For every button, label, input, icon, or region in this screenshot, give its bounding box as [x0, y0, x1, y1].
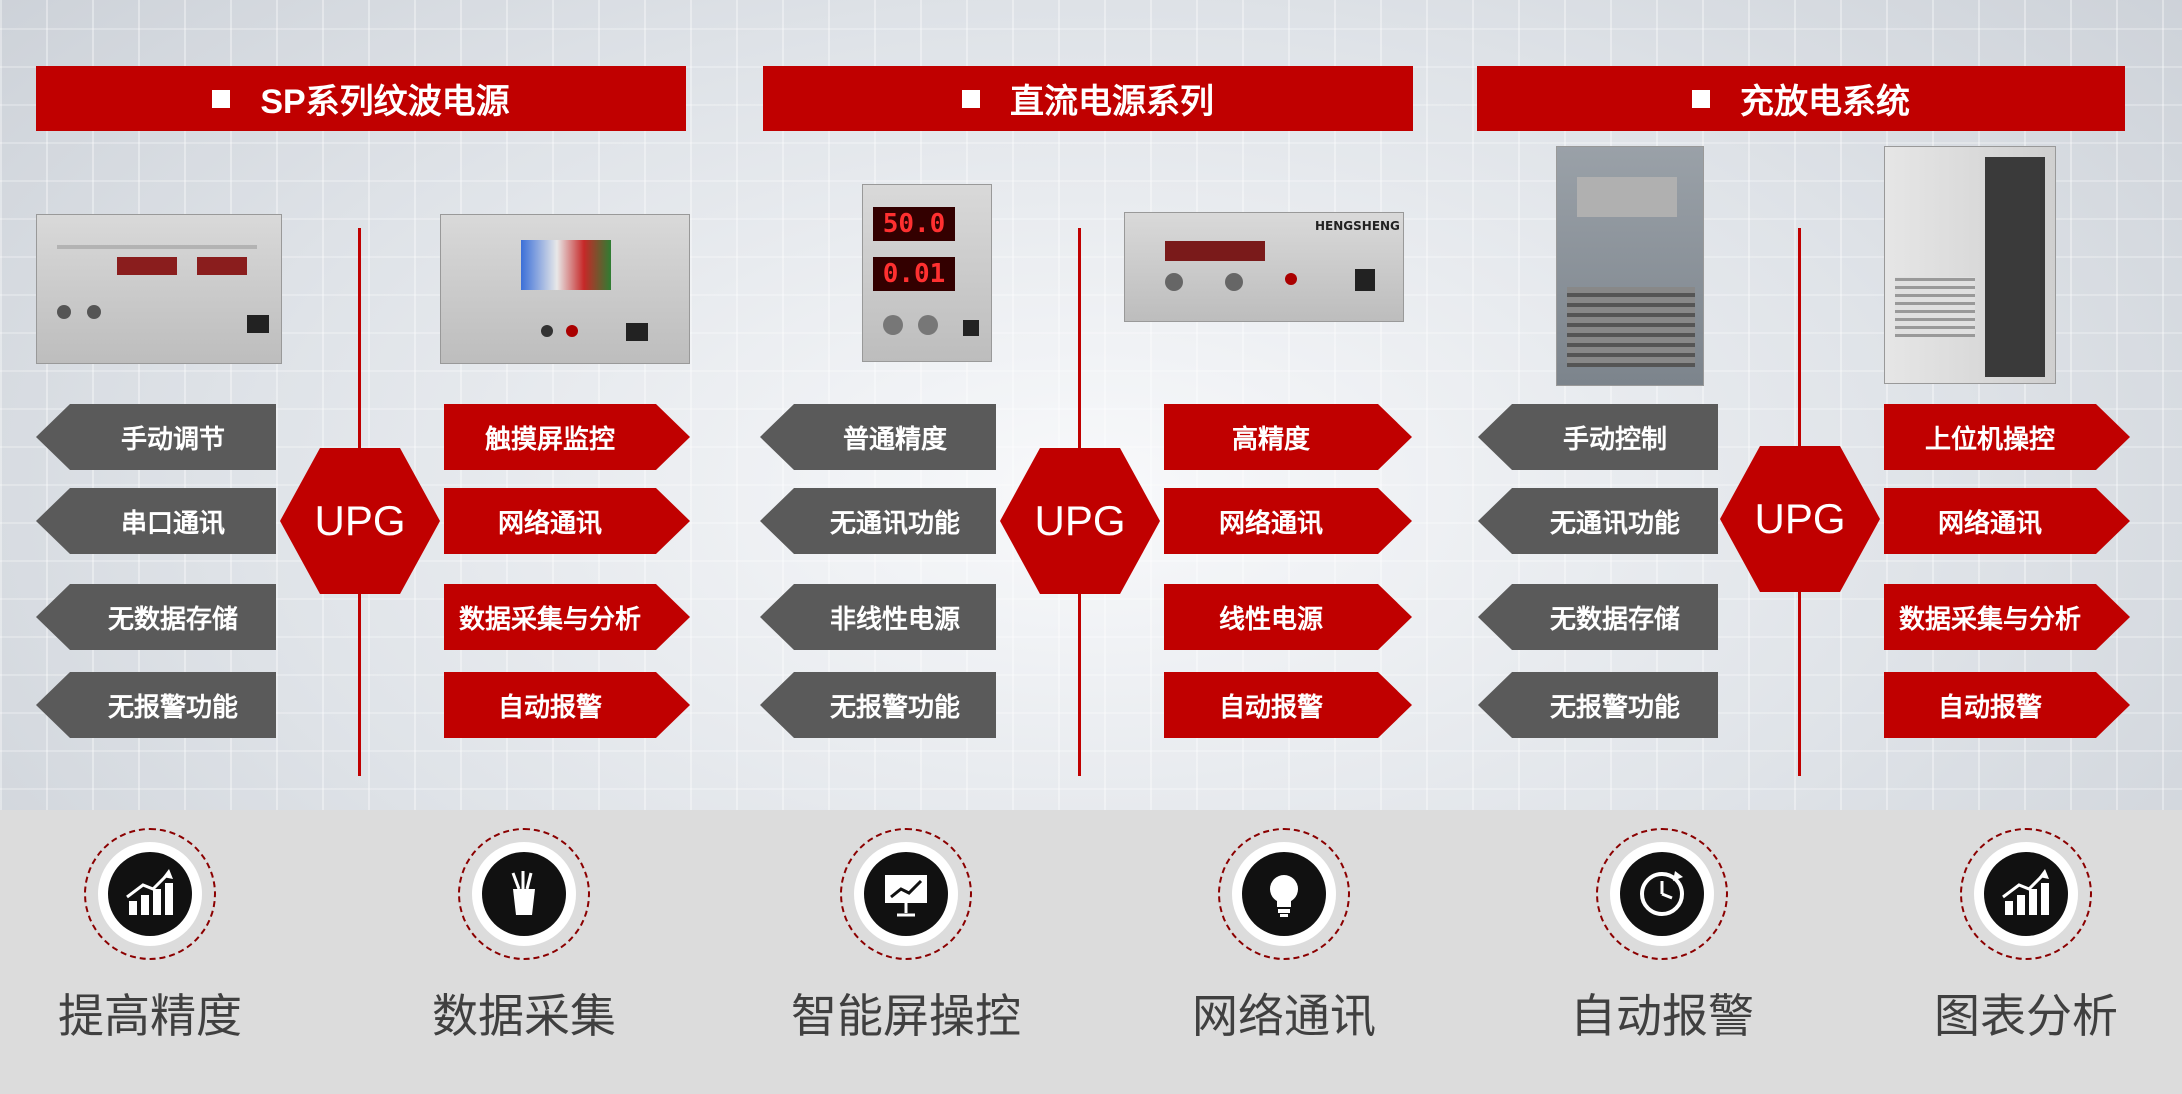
feature-chart-analysis: 图表分析 — [1876, 828, 2176, 1046]
feature-data-collection: 数据采集 — [374, 828, 674, 1046]
photo-sp-old-unit — [36, 214, 282, 364]
header-title: SP系列纹波电源 — [260, 83, 510, 121]
tag-new-feature: 触摸屏监控 — [444, 404, 690, 470]
tag-new-feature: 线性电源 — [1164, 584, 1412, 650]
photo-charge-new-cabinet — [1884, 146, 2056, 384]
feature-label: 图表分析 — [1934, 989, 2118, 1043]
tag-new-feature: 网络通讯 — [1164, 488, 1412, 554]
bar-chart-up-icon — [126, 869, 173, 915]
tag-new-feature: 网络通讯 — [444, 488, 690, 554]
tag-old-feature: 无通讯功能 — [1478, 488, 1718, 554]
tag-old-feature: 无通讯功能 — [760, 488, 996, 554]
photo-sp-new-unit — [440, 214, 690, 364]
header-dc-series: 直流电源系列 — [763, 66, 1413, 131]
pen-holder-icon — [511, 871, 535, 915]
clock-refresh-icon — [1640, 871, 1684, 916]
tag-old-feature: 非线性电源 — [760, 584, 996, 650]
bar-chart-up-icon — [2002, 869, 2049, 915]
tag-new-feature: 自动报警 — [444, 672, 690, 738]
panel-brand: HENGSHENG — [1315, 219, 1400, 233]
lightbulb-icon — [1270, 875, 1298, 917]
voltage-readout: 50.0 — [873, 207, 955, 241]
tag-new-feature: 数据采集与分析 — [1884, 584, 2130, 650]
tag-new-feature: 网络通讯 — [1884, 488, 2130, 554]
tag-old-feature: 无数据存储 — [36, 584, 276, 650]
feature-label: 自动报警 — [1570, 989, 1754, 1043]
tag-new-feature: 自动报警 — [1164, 672, 1412, 738]
feature-label: 数据采集 — [432, 989, 616, 1043]
square-bullet-icon — [1692, 89, 1710, 108]
current-readout: 0.01 — [873, 257, 955, 291]
tag-old-feature: 无报警功能 — [760, 672, 996, 738]
feature-network: 网络通讯 — [1134, 828, 1434, 1046]
tag-new-feature: 自动报警 — [1884, 672, 2130, 738]
tag-new-feature: 上位机操控 — [1884, 404, 2130, 470]
tag-old-feature: 串口通讯 — [36, 488, 276, 554]
photo-charge-old-cabinet — [1556, 146, 1704, 386]
header-title: 直流电源系列 — [1010, 83, 1214, 121]
tag-old-feature: 无报警功能 — [36, 672, 276, 738]
photo-dc-old-unit: 50.0 0.01 — [862, 184, 992, 362]
square-bullet-icon — [212, 89, 231, 108]
feature-label: 智能屏操控 — [791, 989, 1021, 1043]
feature-label: 提高精度 — [58, 989, 242, 1043]
header-title: 充放电系统 — [1740, 83, 1910, 121]
tag-old-feature: 普通精度 — [760, 404, 996, 470]
feature-label: 网络通讯 — [1192, 989, 1376, 1043]
presentation-screen-icon — [885, 875, 927, 917]
header-charge-system: 充放电系统 — [1477, 66, 2125, 131]
tag-new-feature: 数据采集与分析 — [444, 584, 690, 650]
tag-old-feature: 无数据存储 — [1478, 584, 1718, 650]
feature-auto-alarm: 自动报警 — [1512, 828, 1812, 1046]
square-bullet-icon — [962, 89, 980, 108]
tag-old-feature: 手动控制 — [1478, 404, 1718, 470]
header-sp-series: SP系列纹波电源 — [36, 66, 686, 131]
feature-smart-screen: 智能屏操控 — [756, 828, 1056, 1046]
tag-old-feature: 无报警功能 — [1478, 672, 1718, 738]
tag-old-feature: 手动调节 — [36, 404, 276, 470]
feature-band — [0, 810, 2182, 1094]
feature-improve-precision: 提高精度 — [0, 828, 300, 1046]
tag-new-feature: 高精度 — [1164, 404, 1412, 470]
photo-dc-new-unit: HENGSHENG — [1124, 212, 1404, 322]
